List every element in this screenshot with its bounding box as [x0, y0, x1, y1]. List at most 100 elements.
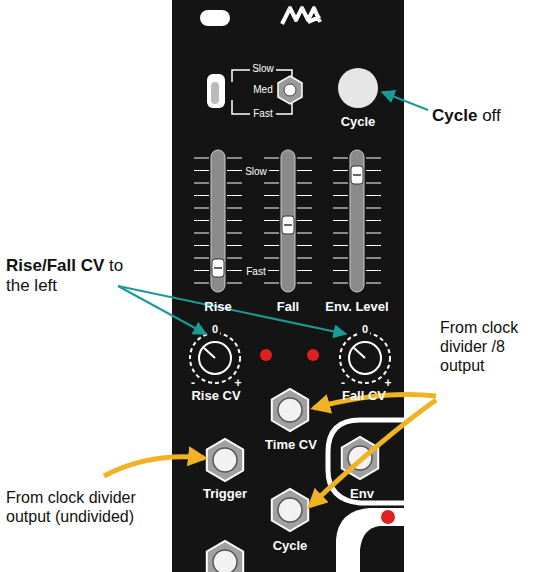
output-region — [360, 526, 404, 572]
slider-cap — [282, 216, 294, 234]
slider-tick — [227, 233, 242, 234]
slider-tick — [333, 158, 348, 159]
slider-tick — [366, 158, 381, 159]
slider-tick — [366, 258, 381, 259]
slider-tick — [194, 195, 209, 196]
slider-track — [211, 150, 225, 292]
slider-tick — [333, 195, 348, 196]
slider-tick — [333, 270, 348, 271]
slider-cap — [214, 267, 222, 269]
knob-scale-mark: 0 — [360, 323, 370, 336]
toggle-lever — [207, 74, 225, 108]
slider-tick — [227, 195, 242, 196]
slider-cap — [212, 259, 224, 277]
slider-tick — [333, 208, 348, 209]
slider-tick — [366, 245, 381, 246]
slider-tick — [194, 220, 209, 221]
jack-hole — [278, 398, 302, 422]
slider-label: Env. Level — [325, 300, 388, 315]
slider-tick — [264, 195, 279, 196]
slider-tick — [366, 283, 381, 284]
led — [307, 349, 319, 361]
callout-text: Rise/Fall CV — [6, 256, 104, 275]
slider-tick — [366, 220, 381, 221]
slider-tick — [297, 283, 312, 284]
slider-tick — [227, 183, 242, 184]
sliders — [194, 150, 381, 292]
slider-tick — [366, 233, 381, 234]
callout-note: Cycleoff — [432, 106, 547, 126]
slider-tick — [227, 170, 242, 171]
jack-hole — [213, 550, 237, 572]
switch-position: Slow — [250, 63, 276, 75]
leader-line — [118, 286, 346, 334]
slider-tick — [297, 208, 312, 209]
slider-tick — [366, 195, 381, 196]
jack-hole — [278, 498, 302, 522]
slider-tick — [227, 258, 242, 259]
slider-tick — [333, 183, 348, 184]
slider-tick — [297, 258, 312, 259]
led — [381, 510, 395, 524]
callout-note: From clock divider output (undivided) — [6, 488, 171, 526]
jack-label: Fall CV — [342, 389, 386, 404]
slider-tick — [264, 208, 279, 209]
jack-label: Env — [350, 487, 374, 502]
rise-cv-knob — [199, 342, 231, 374]
patch-arrow — [310, 400, 436, 506]
slider-tick — [297, 245, 312, 246]
jack-nut — [207, 439, 243, 481]
slider-tick — [194, 245, 209, 246]
toggle-lever — [211, 82, 219, 104]
slider-tick — [264, 220, 279, 221]
slider-tick — [264, 158, 279, 159]
slider-tick — [227, 220, 242, 221]
slider-tick — [194, 170, 209, 171]
jack-label: Rise CV — [191, 389, 240, 404]
slider-track — [281, 150, 295, 292]
slider-tick — [333, 220, 348, 221]
leader-line — [382, 92, 428, 110]
slider-label: Fall — [277, 300, 299, 315]
slider-tick — [297, 195, 312, 196]
slider-tick — [264, 283, 279, 284]
slider-tick — [227, 270, 242, 271]
slider-tick — [194, 183, 209, 184]
jack-label: Cycle — [273, 539, 308, 554]
led — [260, 349, 272, 361]
callout-note: From clock divider /8 output — [440, 318, 548, 376]
callout-text: From clock divider output (undivided) — [6, 489, 136, 525]
callout-note: Rise/Fall CVto the left — [6, 256, 146, 297]
switch-nut — [278, 76, 302, 104]
slider-scale: Slow — [243, 166, 269, 178]
callout-text: off — [482, 106, 501, 125]
patch-arrow — [104, 457, 204, 476]
jack-nut — [272, 389, 308, 431]
slider-tick — [194, 283, 209, 284]
slider-tick — [194, 233, 209, 234]
slider-cap — [351, 166, 363, 184]
cycle-button — [338, 68, 378, 108]
slider-tick — [366, 208, 381, 209]
slider-tick — [333, 170, 348, 171]
slider-tick — [366, 183, 381, 184]
knob-pointer — [204, 348, 215, 358]
module-panel — [172, 0, 404, 572]
slider-tick — [297, 183, 312, 184]
jack-hole — [213, 448, 237, 472]
callout-text: From clock divider /8 output — [440, 319, 518, 374]
slider-tick — [297, 220, 312, 221]
slider-scale: Fast — [244, 266, 267, 278]
slider-track — [350, 150, 364, 292]
slider-tick — [227, 208, 242, 209]
slider-tick — [297, 233, 312, 234]
slider-tick — [264, 258, 279, 259]
slider-tick — [194, 208, 209, 209]
jack-label: Time CV — [265, 438, 317, 453]
slider-tick — [264, 183, 279, 184]
slider-tick — [194, 158, 209, 159]
slider-tick — [227, 283, 242, 284]
button-label: Cycle — [341, 115, 376, 130]
